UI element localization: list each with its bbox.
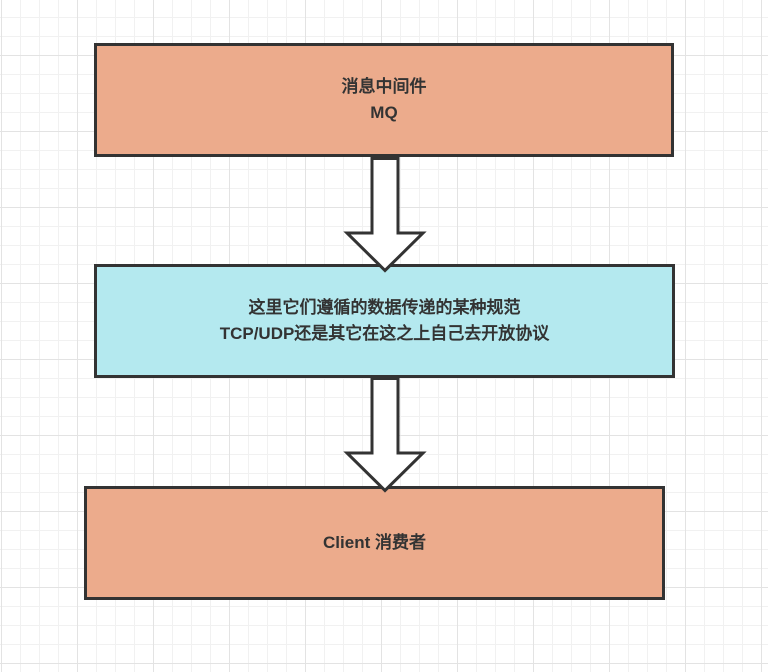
node-protocol: 这里它们遵循的数据传递的某种规范 TCP/UDP还是其它在这之上自己去开放协议 <box>94 264 675 378</box>
node-protocol-label-line2: TCP/UDP还是其它在这之上自己去开放协议 <box>219 324 550 343</box>
block-arrow-down-icon <box>343 157 427 273</box>
node-mq-label-line2: MQ <box>370 103 398 122</box>
node-client-label: Client 消费者 <box>323 533 426 552</box>
node-client: Client 消费者 <box>84 486 665 600</box>
node-mq-label-line1: 消息中间件 <box>341 77 427 96</box>
node-protocol-label-line1: 这里它们遵循的数据传递的某种规范 <box>248 298 521 317</box>
block-arrow-down-icon <box>343 377 427 493</box>
arrow-down-connector-2 <box>343 377 427 493</box>
arrow-down-connector-1 <box>343 157 427 273</box>
node-mq: 消息中间件 MQ <box>94 43 674 157</box>
